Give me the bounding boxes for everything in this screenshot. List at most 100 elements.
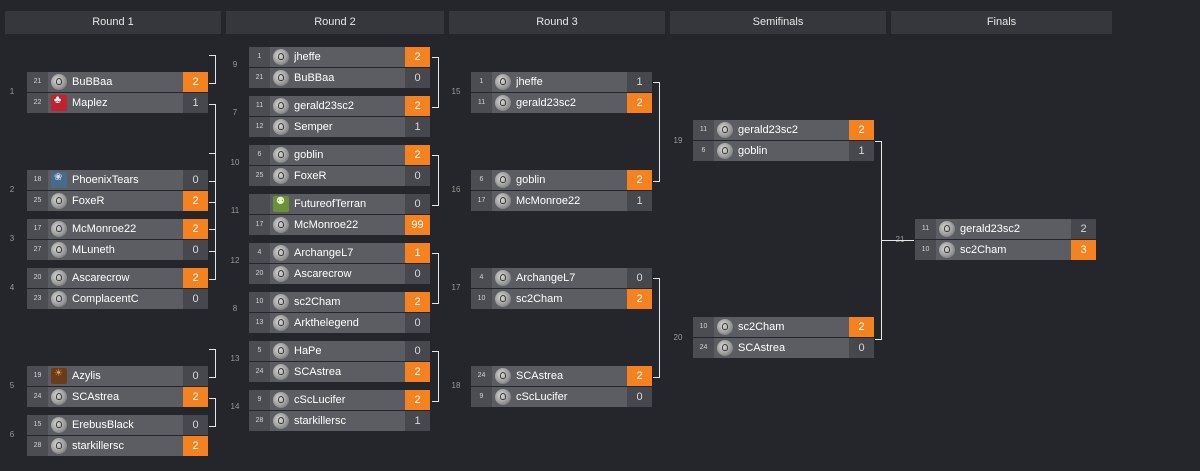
player-name: ArchangeL7 — [294, 247, 354, 259]
race-icon — [939, 242, 955, 258]
player-name: SCAstrea — [516, 370, 564, 382]
seed-number: 10 — [249, 292, 270, 312]
race-icon — [273, 245, 289, 261]
player-name: jheffe — [294, 51, 321, 63]
seed-number: 1 — [471, 72, 492, 92]
round-header-finals: Finals — [891, 11, 1112, 34]
match-2: 18PhoenixTears025FoxeR2 — [27, 170, 208, 212]
player-score: 0 — [405, 194, 430, 214]
round-header-round-3: Round 3 — [449, 11, 665, 34]
player-name: McMonroe22 — [516, 195, 581, 207]
race-icon — [273, 98, 289, 114]
race-icon — [495, 270, 511, 286]
bracket-connector — [653, 82, 660, 182]
player-slot[interactable]: 9 cScLucifer 2 — [249, 390, 430, 410]
seed-number: 18 — [27, 170, 48, 190]
player-score: 2 — [183, 387, 208, 407]
seed-number: 22 — [27, 93, 48, 113]
player-score: 2 — [627, 366, 652, 386]
race-icon — [51, 270, 67, 286]
race-icon — [273, 392, 289, 408]
seed-number: 24 — [693, 338, 714, 358]
player-name: cScLucifer — [516, 391, 568, 403]
seed-number: 11 — [249, 96, 270, 116]
match-number: 6 — [9, 430, 15, 439]
player-slot[interactable]: 22Maplez1 — [27, 93, 208, 113]
player-name: cScLucifer — [294, 394, 346, 406]
race-icon — [939, 221, 955, 237]
player-slot[interactable]: 19Azylis0 — [27, 366, 208, 386]
seed-number: 9 — [249, 390, 270, 410]
match-number: 13 — [230, 354, 240, 363]
race-icon — [717, 143, 733, 159]
player-score: 0 — [405, 68, 430, 88]
player-score: 0 — [183, 366, 208, 386]
match-number: 21 — [895, 235, 905, 244]
player-name: sc2Cham — [516, 293, 563, 305]
player-score: 2 — [627, 289, 652, 309]
player-slot[interactable]: 18PhoenixTears0 — [27, 170, 208, 190]
race-icon — [51, 438, 67, 454]
player-score: 2 — [405, 390, 430, 410]
round-header-round-1: Round 1 — [5, 11, 221, 34]
seed-number: 17 — [471, 191, 492, 211]
player-name: ArchangeL7 — [516, 272, 576, 284]
player-score: 2 — [627, 170, 652, 190]
seed-number: 9 — [471, 387, 492, 407]
player-name: ErebusBlack — [72, 419, 134, 431]
seed-number: 1 — [249, 47, 270, 67]
race-icon — [495, 74, 511, 90]
player-name: FoxeR — [72, 195, 105, 207]
player-score: 2 — [1071, 219, 1096, 239]
player-score: 2 — [849, 120, 874, 140]
player-name: BuBBaa — [72, 76, 113, 88]
player-score: 2 — [849, 317, 874, 337]
player-name: SCAstrea — [294, 366, 342, 378]
player-score: 2 — [183, 72, 208, 92]
race-icon — [273, 119, 289, 135]
player-score: 1 — [405, 243, 430, 263]
